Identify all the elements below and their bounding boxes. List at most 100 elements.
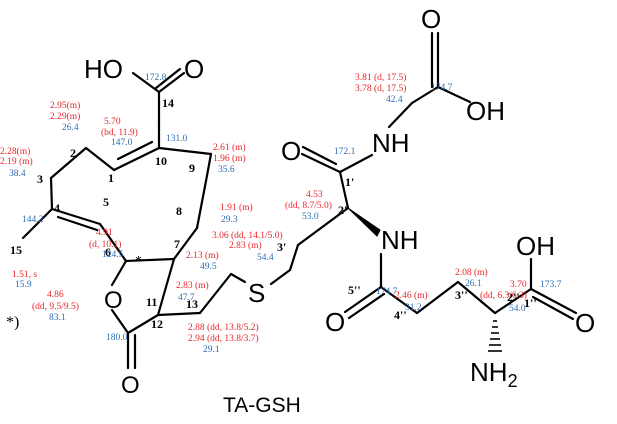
c-shift: 42.4 (386, 95, 403, 105)
c-shift: 180.0 (106, 333, 128, 343)
pos-14: 14 (162, 96, 174, 110)
h-shift: 2.61 (m) (213, 142, 246, 153)
c-shift: 47.7 (178, 293, 195, 303)
amide1-oxygen-label: O (281, 136, 301, 166)
c-shift: 54.0 (509, 304, 526, 314)
c-shift: 54.4 (257, 253, 274, 263)
h-shift: 4.53 (306, 190, 323, 200)
h-shift: 2.88 (dd, 13.8/5.2) (188, 322, 259, 333)
h-shift: 1.96 (m) (213, 153, 246, 164)
h-shift: 2.19 (m) (0, 156, 33, 167)
h-shift: 3.78 (d, 17.5) (355, 83, 406, 94)
pos-4: 4 (54, 201, 60, 215)
pos-12: 12 (151, 317, 163, 331)
h-shift: 2.28(m) (0, 146, 30, 157)
stereo-star: * (135, 254, 142, 269)
pos-15: 15 (10, 243, 22, 257)
pos-3: 3 (37, 172, 43, 186)
h-shift: 2.83 (m) (229, 240, 262, 251)
pos-7: 7 (174, 237, 180, 251)
pos-2: 2 (70, 146, 76, 160)
pos-3p: 3' (277, 240, 286, 254)
pos-8: 8 (176, 204, 182, 218)
pos-3pp: 3'' (455, 288, 468, 302)
glutamate-oxygen-label: O (575, 308, 595, 338)
h-shift: 4.86 (47, 290, 64, 300)
h-shift: (dd, 9.5/9.5) (32, 301, 79, 312)
lactone-oxygen-label: O (121, 372, 140, 399)
pos-1pp: 1'' (524, 296, 537, 310)
c-shift: 172.8 (145, 73, 167, 83)
c-shift: 174.7 (431, 83, 453, 93)
atom-labels: HO O O O S O NH NH O O OH OH O NH2 * *) (6, 4, 595, 399)
c-shift: 26.1 (465, 279, 482, 289)
amide2-nh-label: NH (381, 225, 419, 255)
h-shift: 4.91 (96, 228, 113, 238)
c-shift: 174.7 (376, 287, 398, 297)
bond-skeleton (21, 31, 578, 370)
pos-1p: 1' (345, 175, 354, 189)
h-shift: 2.83 (m) (176, 280, 209, 291)
c-shift: 53.0 (302, 212, 319, 222)
c-shift: 29.3 (221, 215, 238, 225)
h-shift: 2.08 (m) (455, 267, 488, 278)
c-shift: 83.1 (49, 313, 66, 323)
c-shift: 31.2 (405, 303, 422, 313)
nh2-label: NH2 (470, 357, 518, 391)
c-shift-labels: 172.8 26.4 147.0 131.0 38.4 35.6 144.2 2… (9, 73, 562, 355)
h-shift: 1.51, s (12, 270, 37, 280)
pos-5: 5 (103, 195, 109, 209)
pos-1: 1 (108, 171, 114, 185)
hashed-wedge (488, 320, 502, 352)
c-shift: 15.9 (15, 280, 32, 290)
pos-10: 10 (155, 154, 167, 168)
h-shift: (dd, 8.7/5.0) (285, 200, 332, 211)
glycine-oh-label: OH (466, 96, 505, 126)
h-shift: (dd, 6.3/6.3) (480, 290, 527, 301)
pos-6: 6 (105, 245, 111, 259)
ring-oxygen-label: O (104, 287, 123, 314)
c-shift: 49.5 (200, 262, 217, 272)
pos-2p: 2' (338, 203, 347, 217)
position-numbers: 14 1 2 3 4 5 6 7 8 9 10 11 12 13 15 1' 2… (10, 96, 537, 331)
h-shift: 5.70 (104, 117, 121, 127)
sulfur-label: S (248, 278, 265, 308)
h-shift: 1.91 (m) (220, 202, 253, 213)
c-shift: 131.0 (166, 134, 188, 144)
h-shift: 3.06 (dd, 14.1/5.0) (212, 230, 283, 241)
ho-top-label: HO (84, 54, 123, 84)
pos-5pp: 5'' (348, 283, 361, 297)
pos-2pp: 2'' (507, 290, 520, 304)
glutamate-oh-label: OH (516, 231, 555, 261)
h-shift: 2.95(m) (50, 100, 80, 111)
amide1-nh-label: NH (372, 128, 410, 158)
h-shift: (bd, 11.9) (101, 127, 138, 138)
pos-4pp: 4'' (394, 308, 407, 322)
c-shift: 26.4 (62, 123, 79, 133)
h-shift: 2.94 (dd, 13.8/3.7) (188, 333, 259, 344)
c-shift: 124.5 (102, 250, 124, 260)
h-shift: 3.70 (510, 280, 527, 290)
footnote-marker: *) (6, 314, 19, 331)
h-shift-labels: 2.95(m) 2.29(m) 5.70 (bd, 11.9) 2.28(m) … (0, 72, 527, 344)
h-shift: 2.13 (m) (186, 250, 219, 261)
c-shift: 172.1 (334, 147, 356, 157)
compound-title: TA-GSH (223, 394, 301, 417)
h-shift: 2.29(m) (50, 111, 80, 122)
pos-13: 13 (186, 297, 198, 311)
c-shift: 29.1 (203, 345, 220, 355)
h-shift: (d, 10.1) (89, 239, 121, 250)
h-shift: 2.46 (m) (395, 290, 428, 301)
pos-9: 9 (189, 161, 195, 175)
c-shift: 173.7 (540, 280, 562, 290)
c-shift: 35.6 (218, 165, 235, 175)
pos-11: 11 (146, 295, 157, 309)
c-shift: 144.2 (22, 215, 44, 225)
c-shift: 147.0 (111, 138, 133, 148)
glycine-oxygen-label: O (421, 4, 441, 34)
amide2-oxygen-label: O (325, 307, 345, 337)
h-shift: 3.81 (d, 17.5) (355, 72, 406, 83)
c-shift: 38.4 (9, 169, 26, 179)
